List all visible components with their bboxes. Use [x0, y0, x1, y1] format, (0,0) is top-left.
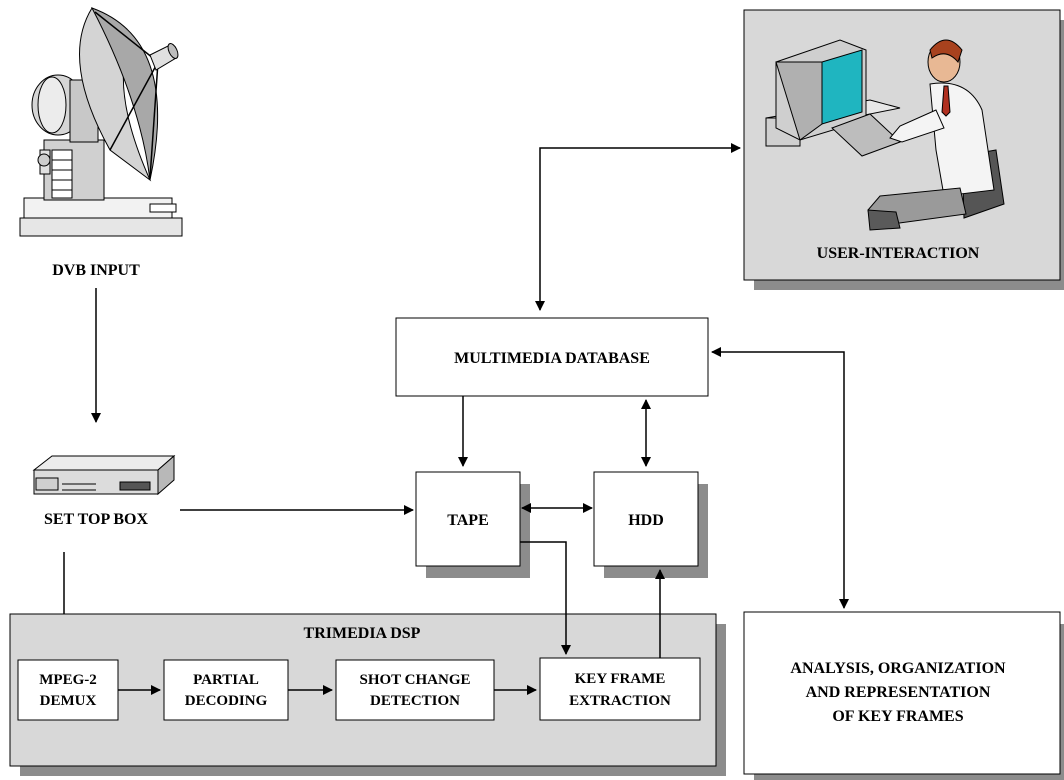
multimedia-database-box [395, 317, 709, 397]
mpeg2-demux-box [17, 659, 119, 721]
satellite-dish-icon [19, 7, 183, 237]
tape-box [415, 471, 521, 567]
analysis-box [743, 611, 1061, 775]
set-top-box-icon [32, 454, 176, 496]
partial-decoding-box [163, 659, 289, 721]
tape-label: TAPE [447, 512, 488, 529]
key-frame-extraction-box [539, 657, 701, 721]
partial-decoding-label-line2: DECODING [185, 693, 268, 709]
shot-change-detection-label-line2: DETECTION [370, 693, 460, 709]
tape-to-keyframe-arrow [520, 541, 571, 655]
user-interaction-label: USER-INTERACTION [817, 245, 980, 262]
set-top-box-label: SET TOP BOX [44, 511, 149, 528]
user-db-arrow [535, 143, 741, 311]
mpeg2-demux-label-line1: MPEG-2 [39, 672, 97, 688]
hdd-box [593, 471, 699, 567]
analysis-label-line2: AND REPRESENTATION [806, 684, 991, 701]
hdd-label: HDD [628, 512, 664, 529]
user-at-computer-icon [765, 39, 1005, 231]
key-frame-extraction-label-line2: EXTRACTION [569, 693, 671, 709]
trimedia-dsp-label: TRIMEDIA DSP [304, 625, 421, 642]
shot-change-detection-label-line1: SHOT CHANGE [360, 672, 471, 688]
mpeg2-demux-label-line2: DEMUX [40, 693, 97, 709]
key-frame-extraction-label-line1: KEY FRAME [575, 671, 666, 687]
multimedia-database-label: MULTIMEDIA DATABASE [454, 350, 650, 367]
analysis-label-line3: OF KEY FRAMES [832, 708, 963, 725]
analysis-label-line1: ANALYSIS, ORGANIZATION [790, 660, 1006, 677]
partial-decoding-label-line1: PARTIAL [193, 672, 259, 688]
shot-change-detection-box [335, 659, 495, 721]
db-analysis-arrow [711, 347, 849, 609]
dvb-input-label: DVB INPUT [52, 262, 140, 279]
